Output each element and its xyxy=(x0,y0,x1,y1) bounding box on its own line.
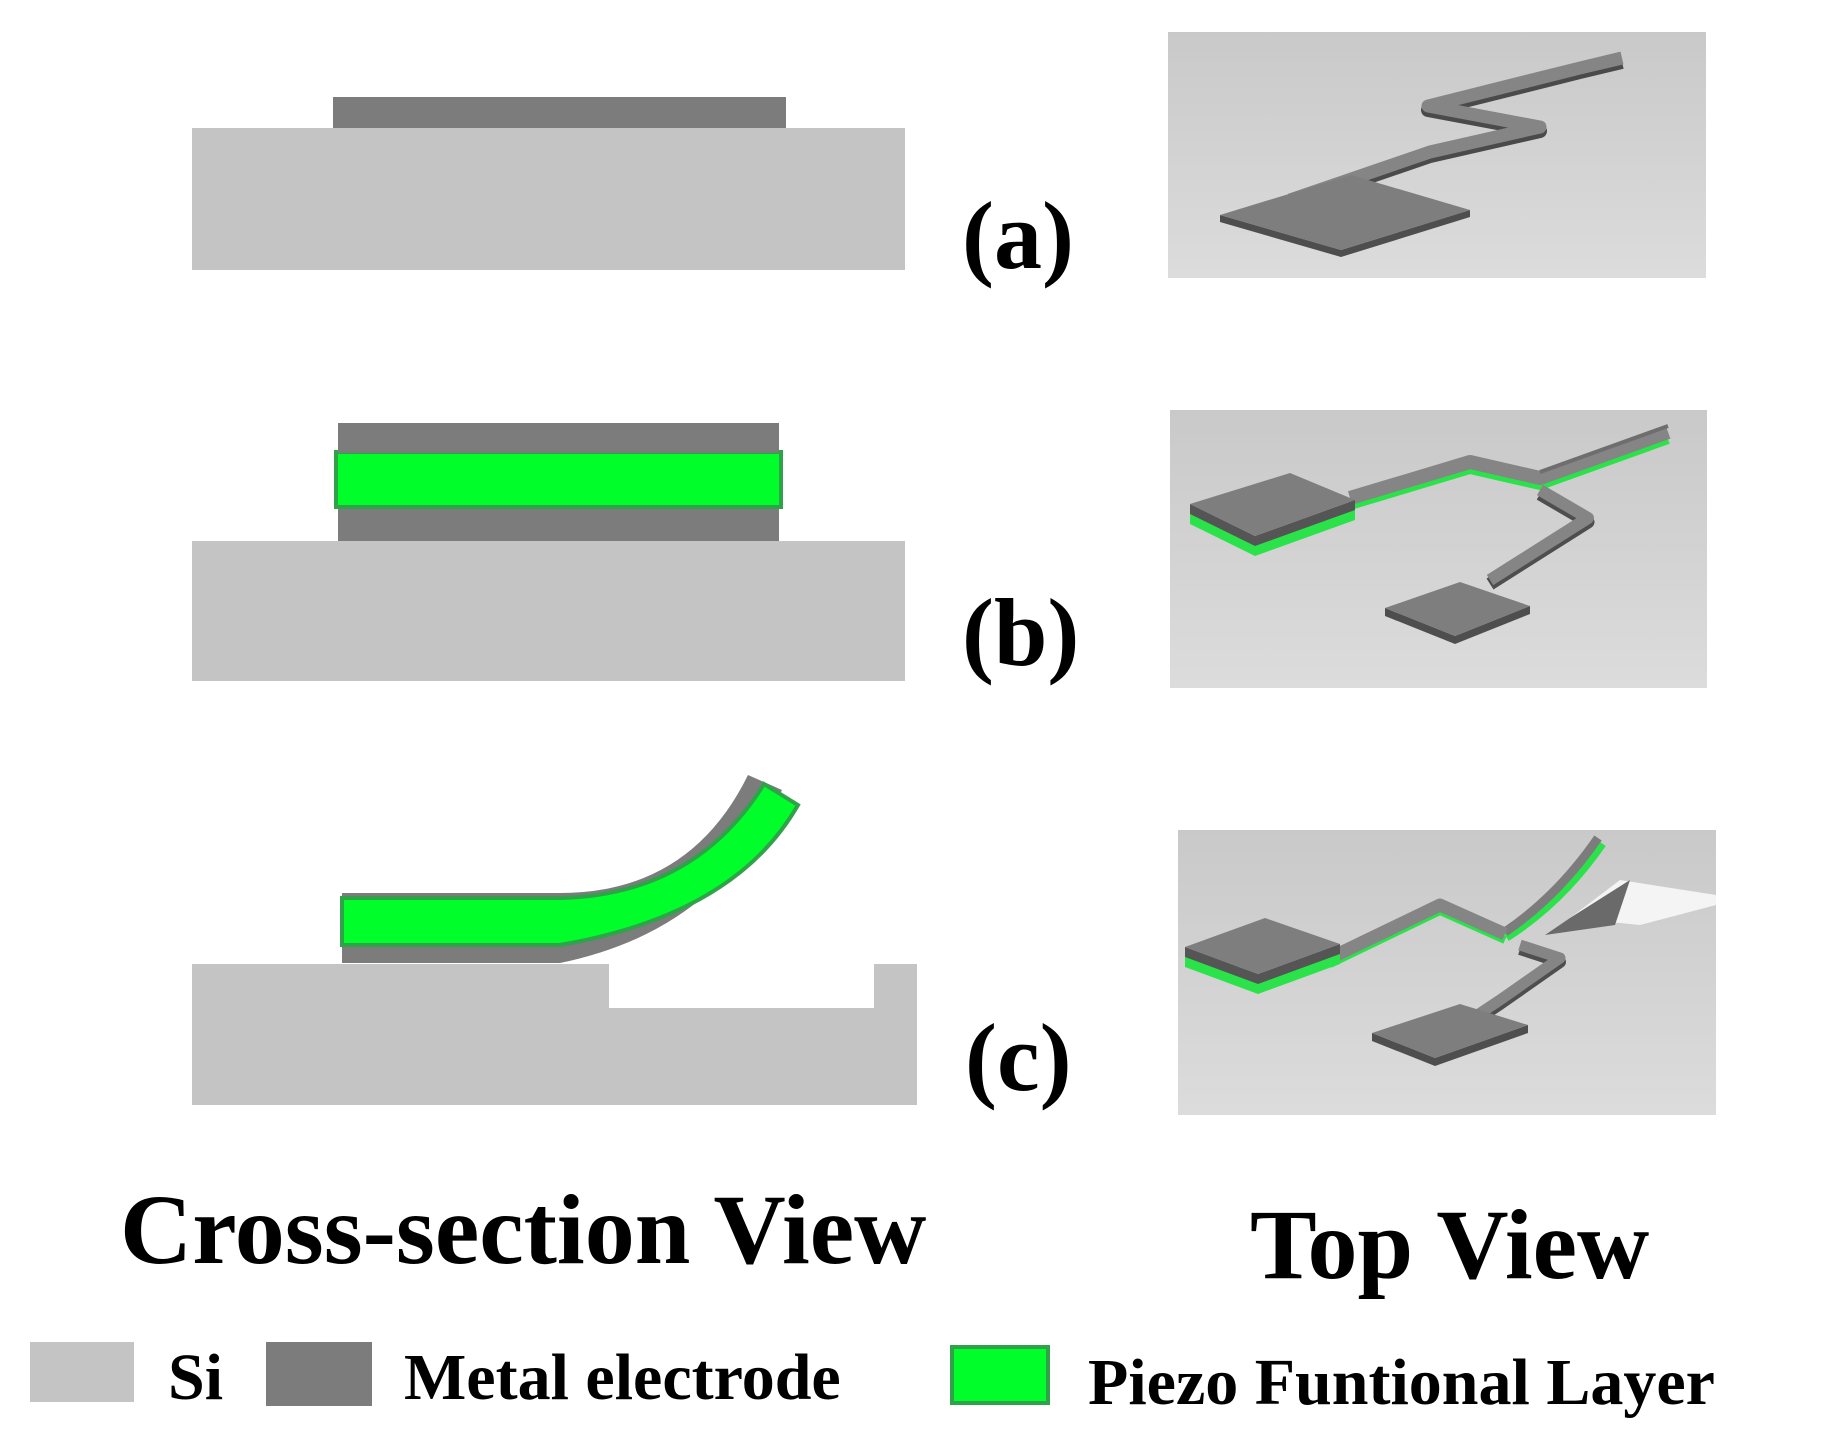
electrode-trace-top xyxy=(1539,424,1669,474)
pad-side xyxy=(1372,1025,1528,1066)
si-substrate xyxy=(192,128,905,270)
bent-beam xyxy=(1502,835,1602,936)
pad-piezo-edge xyxy=(1190,508,1355,556)
panel-label-a: (a) xyxy=(962,182,1074,289)
panel-label-c: (c) xyxy=(965,1004,1072,1111)
electrode-pad xyxy=(1185,918,1340,974)
legend-label-piezo: Piezo Funtional Layer xyxy=(1088,1346,1715,1419)
bent-cantilever-piezo xyxy=(340,781,801,947)
electrode-pad xyxy=(1190,473,1355,536)
legend-label-si: Si xyxy=(168,1341,224,1414)
electrode-pad xyxy=(1385,582,1530,636)
pad-side xyxy=(1190,500,1355,546)
legend-swatch-piezo xyxy=(950,1345,1050,1405)
si-substrate xyxy=(192,541,905,681)
cross-section-c xyxy=(192,775,917,1105)
top-view-c xyxy=(1178,830,1716,1115)
top-view-a xyxy=(1168,32,1706,278)
panel-label-b: (b) xyxy=(962,579,1080,686)
top-electrode xyxy=(338,423,779,453)
cross-section-view-title: Cross-section View xyxy=(120,1174,927,1285)
electrode-pad-side xyxy=(1220,210,1470,257)
cross-section-b xyxy=(192,423,905,681)
top-view-b xyxy=(1170,410,1707,688)
metal-electrode xyxy=(333,97,786,128)
top-view-title: Top View xyxy=(1250,1189,1650,1300)
si-substrate-with-cavity xyxy=(192,964,917,1105)
pad-side xyxy=(1385,606,1530,644)
electrode-trace-lower xyxy=(1486,484,1594,586)
pad-piezo-edge xyxy=(1185,952,1340,994)
cross-section-a xyxy=(192,97,905,270)
electrode-trace xyxy=(1347,425,1671,505)
electrode-pad xyxy=(1372,1004,1528,1058)
electrode-trace-lower xyxy=(1466,939,1566,1025)
electrode-trace xyxy=(1327,898,1508,964)
bottom-electrode xyxy=(338,505,779,541)
electrode-pad xyxy=(1220,175,1470,250)
electrode-trace xyxy=(1287,51,1624,207)
legend-label-metal: Metal electrode xyxy=(404,1341,841,1414)
legend-swatch-metal xyxy=(266,1342,372,1406)
legend-swatch-si xyxy=(30,1342,134,1402)
piezo-layer xyxy=(334,450,783,509)
pad-side xyxy=(1185,944,1340,984)
cavity-wall xyxy=(1545,880,1630,935)
